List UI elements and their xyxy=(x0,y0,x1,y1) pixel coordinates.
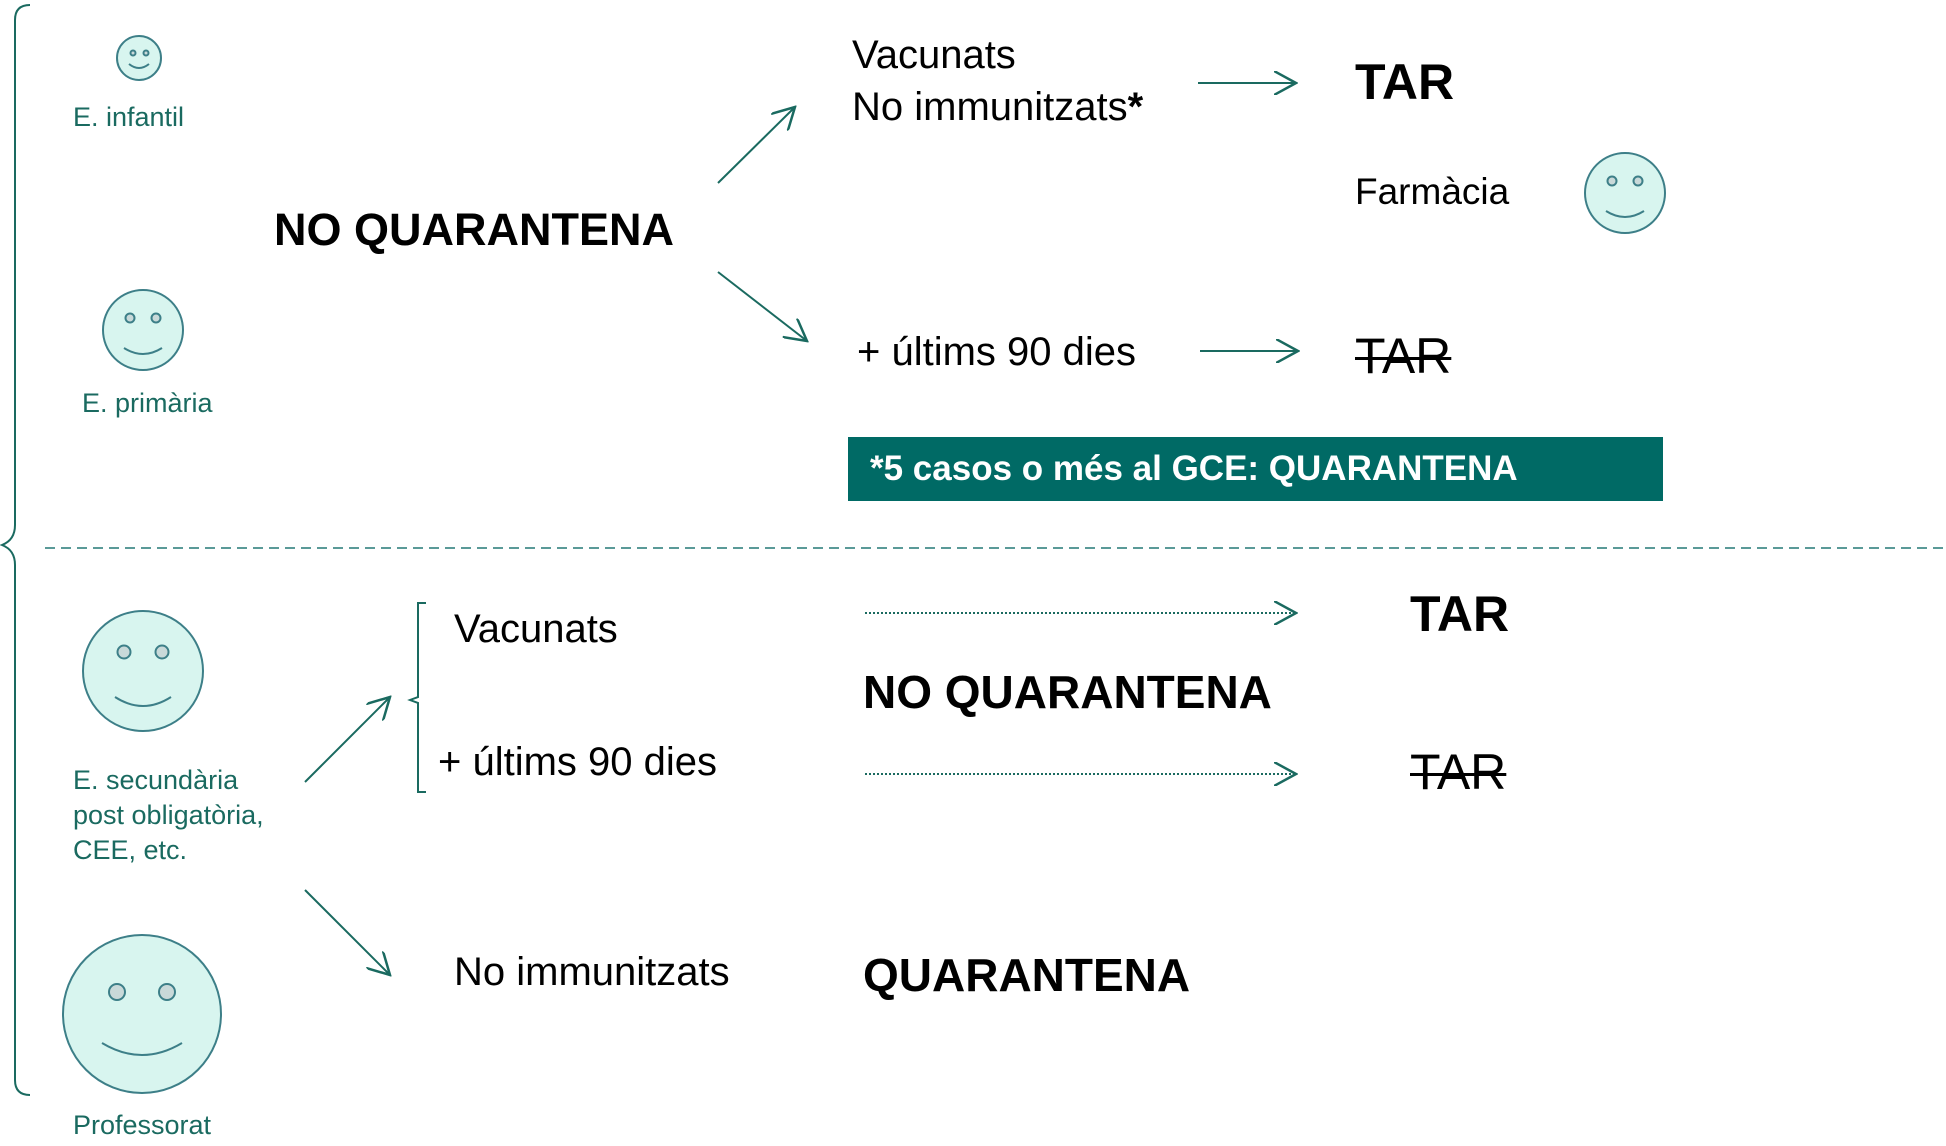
smiley-icon-primaria xyxy=(102,289,184,371)
label-e-infantil: E. infantil xyxy=(73,102,185,132)
top-result-tar-struck: TAR xyxy=(1355,328,1452,384)
arrow-icon-up-top xyxy=(717,107,795,184)
smiley-icon-farmacia xyxy=(1584,152,1666,234)
top-result-tar: TAR xyxy=(1355,54,1455,110)
bottom-quarantena: QUARANTENA xyxy=(863,949,1191,1001)
label-post-obligatoria: post obligatòria, xyxy=(73,800,264,830)
label-e-secundaria: E. secundària xyxy=(73,765,239,795)
top-center-no-quarantena: NO QUARANTENA xyxy=(274,204,674,255)
warning-banner: *5 casos o més al GCE: QUARANTENA xyxy=(848,437,1663,501)
bracket-icon xyxy=(407,602,426,793)
bottom-center-no-quarantena: NO QUARANTENA xyxy=(863,666,1272,718)
arrow-icon-down-top xyxy=(717,271,807,341)
top-branch-ultims-90-dies: + últims 90 dies xyxy=(857,330,1137,374)
top-branch-vacunats: Vacunats xyxy=(852,33,1016,77)
bottom-branch-vacunats: Vacunats xyxy=(454,607,618,651)
smiley-icon-infantil xyxy=(116,35,162,81)
arrow-icon-up-bottom xyxy=(304,697,390,783)
bottom-brace-icon xyxy=(14,565,31,1096)
label-cee-etc: CEE, etc. xyxy=(73,835,188,865)
bottom-branch-ultims-90-dies: + últims 90 dies xyxy=(438,740,718,784)
smiley-icon-secundaria xyxy=(82,610,204,732)
top-branch-no-immunitzats: No immunitzats* xyxy=(852,85,1144,129)
smiley-icon-professorat xyxy=(62,934,222,1094)
label-e-primaria: E. primària xyxy=(82,388,213,418)
top-brace-icon xyxy=(0,4,31,566)
arrow-icon-down-bottom xyxy=(304,889,390,975)
label-professorat: Professorat xyxy=(73,1110,212,1140)
bottom-result-tar-struck: TAR xyxy=(1410,744,1507,800)
label-farmacia: Farmàcia xyxy=(1355,171,1510,212)
bottom-branch-no-immunitzats: No immunitzats xyxy=(454,950,730,994)
bottom-result-tar: TAR xyxy=(1410,586,1510,642)
